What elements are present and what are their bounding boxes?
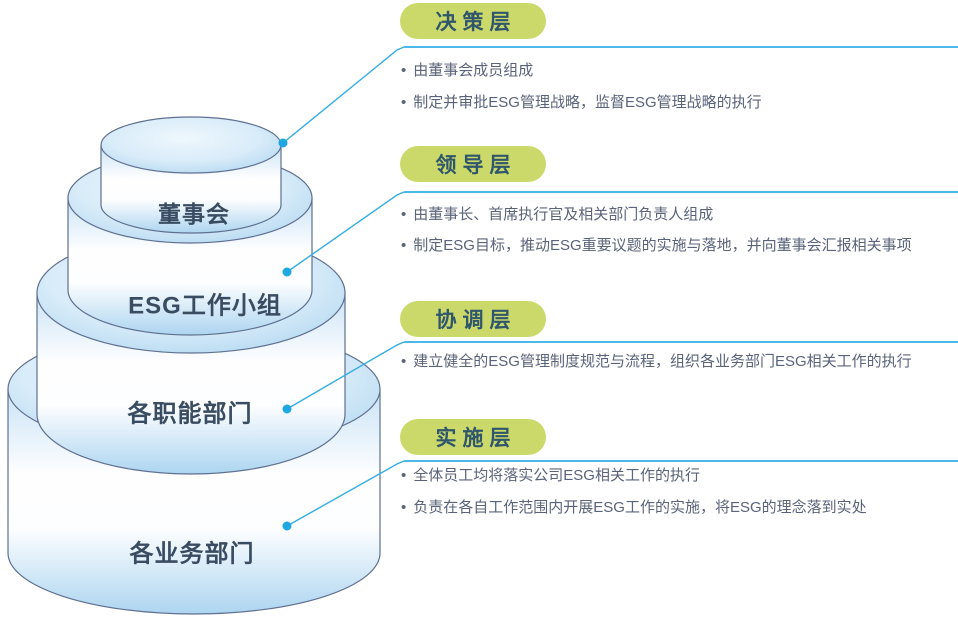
bullet-dot: • — [401, 353, 407, 370]
bullet-dot: • — [401, 237, 407, 254]
anchor-dot-coordination — [282, 404, 292, 414]
badge-decision-layer: 决策层 — [400, 3, 546, 39]
bullet-dot: • — [401, 62, 407, 79]
anchor-dot-implementation — [282, 521, 292, 531]
badge-leadership-layer: 领导层 — [400, 146, 546, 182]
bullet-dot: • — [401, 499, 407, 516]
bullet-text: 建立健全的ESG管理制度规范与流程，组织各业务部门ESG相关工作的执行 — [413, 353, 912, 370]
bullet-item: • 由董事会成员组成 — [401, 62, 533, 80]
bullet-text: 制定并审批ESG管理战略，监督ESG管理战略的执行 — [413, 94, 762, 111]
tier-top-board — [100, 116, 282, 174]
bullet-item: • 制定并审批ESG管理战略，监督ESG管理战略的执行 — [401, 94, 762, 112]
bullet-item: • 全体员工均将落实公司ESG相关工作的执行 — [401, 467, 700, 485]
tier-label-business-departments: 各业务部门 — [129, 540, 255, 568]
bullet-item: • 建立健全的ESG管理制度规范与流程，组织各业务部门ESG相关工作的执行 — [401, 353, 912, 371]
badge-implementation-layer: 实施层 — [400, 419, 546, 455]
badge-coordination-layer: 协调层 — [400, 301, 546, 337]
bullet-text: 由董事长、首席执行官及相关部门负责人组成 — [413, 206, 714, 223]
anchor-dot-decision — [278, 138, 288, 148]
tier-label-esg-working-group: ESG工作小组 — [128, 292, 282, 320]
bullet-item: • 负责在各自工作范围内开展ESG工作的实施，将ESG的理念落到实处 — [401, 499, 867, 517]
bullet-dot: • — [401, 94, 407, 111]
tier-label-board: 董事会 — [158, 201, 230, 227]
bullet-dot: • — [401, 467, 407, 484]
leader-line-leadership — [286, 191, 405, 273]
leader-line-decision — [282, 46, 405, 144]
bullet-item: • 由董事长、首席执行官及相关部门负责人组成 — [401, 206, 713, 224]
bullet-text: 制定ESG目标，推动ESG重要议题的实施与落地，并向董事会汇报相关事项 — [413, 237, 912, 254]
anchor-dot-leadership — [282, 267, 292, 277]
bullet-dot: • — [401, 206, 407, 223]
bullet-text: 全体员工均将落实公司ESG相关工作的执行 — [413, 467, 700, 484]
tier-label-functional-departments: 各职能部门 — [127, 400, 253, 428]
bullet-text: 由董事会成员组成 — [413, 62, 534, 79]
bullet-item: • 制定ESG目标，推动ESG重要议题的实施与落地，并向董事会汇报相关事项 — [401, 237, 912, 255]
leader-line-coordination — [286, 341, 405, 410]
leader-line-implementation — [286, 460, 405, 527]
bullet-text: 负责在各自工作范围内开展ESG工作的实施，将ESG的理念落到实处 — [413, 499, 867, 516]
